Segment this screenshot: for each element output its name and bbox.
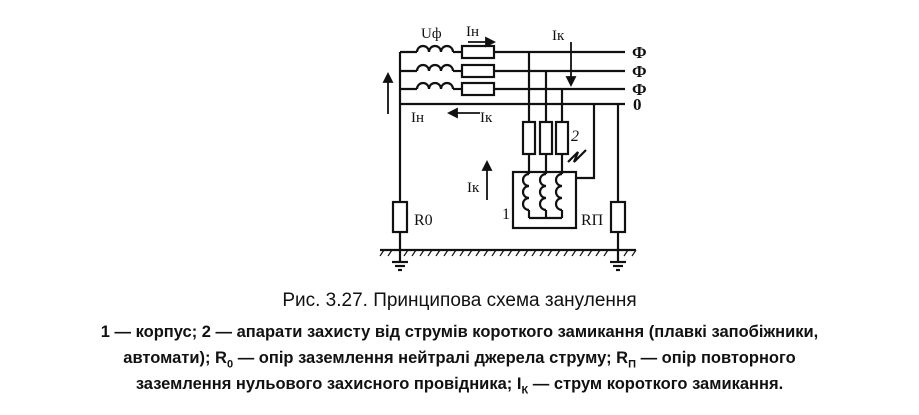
- caption-line2-sub2: П: [628, 358, 636, 371]
- label-phase-voltage: Uф: [421, 26, 442, 42]
- protection-fuse-2: [538, 120, 554, 156]
- label-phase-2: Ф: [632, 62, 647, 81]
- rp-resistor: [609, 200, 627, 234]
- arrow-return-left-head: [446, 107, 458, 119]
- figure-caption-line-1: 1 — корпус; 2 — апарати захисту від стру…: [100, 323, 819, 341]
- label-r0: R0: [414, 212, 433, 229]
- enclosure: [511, 170, 578, 230]
- arrow-k-down-head: [565, 76, 577, 88]
- enclosure-to-neutral-wire: [576, 104, 596, 180]
- source-coil-2: [415, 63, 455, 72]
- label-current-in: Iн: [466, 24, 479, 40]
- label-current-return-left: Iн: [411, 110, 424, 126]
- label-neutral: 0: [633, 95, 642, 114]
- r0-resistor: [391, 200, 409, 234]
- source-fuse-2: [460, 63, 496, 79]
- label-phase-1: Ф: [632, 43, 647, 62]
- caption-line2-a: автомати); R: [123, 349, 227, 367]
- arrow-enclosure-up-head: [481, 159, 493, 171]
- source-coil-1: [415, 44, 455, 53]
- source-fuse-3: [460, 81, 496, 97]
- zeroing-circuit-diagram: Uф Iн Iк Ф Ф Ф 0 Iн Iк Iк 1 2 R0 RП: [379, 24, 647, 272]
- caption-line3-b: — струм короткого замикання.: [528, 375, 784, 393]
- figure-caption-line-3: заземлення нульового захисного провідник…: [0, 375, 919, 396]
- caption-line2-sub: 0: [226, 358, 234, 371]
- label-current-k-top: Iк: [552, 28, 565, 44]
- arrow-neutral-up-head: [382, 71, 394, 83]
- label-current-enclosure: Iк: [467, 180, 480, 196]
- label-body-number: 1: [502, 206, 510, 223]
- caption-line2-c: — опір повторного: [636, 349, 796, 367]
- caption-line3-sub: К: [521, 384, 529, 397]
- protection-fuse-3: [554, 120, 570, 156]
- load-coil-3: [554, 172, 563, 212]
- figure-caption-line-2: автомати); R0 — опір заземлення нейтралі…: [0, 349, 919, 370]
- label-phase-3: Ф: [632, 80, 647, 99]
- figure-caption-title: Рис. 3.27. Принципова схема занулення: [282, 290, 637, 311]
- label-rp: RП: [581, 212, 604, 229]
- caption-line3-a: заземлення нульового захисного провідник…: [135, 375, 522, 393]
- load-coil-1: [521, 172, 530, 212]
- label-current-return-mid: Iк: [480, 110, 493, 126]
- fault-lightning-icon: [567, 149, 587, 163]
- source-fuse-1: [460, 44, 496, 60]
- arrow-in-head: [485, 36, 497, 48]
- protection-fuse-1: [521, 120, 537, 156]
- load-coil-2: [538, 172, 547, 212]
- label-protection-number: 2: [571, 128, 579, 145]
- caption-line2-b: — опір заземлення нейтралі джерела струм…: [233, 349, 629, 367]
- ground-hatching: [379, 249, 637, 257]
- source-coil-3: [415, 81, 455, 90]
